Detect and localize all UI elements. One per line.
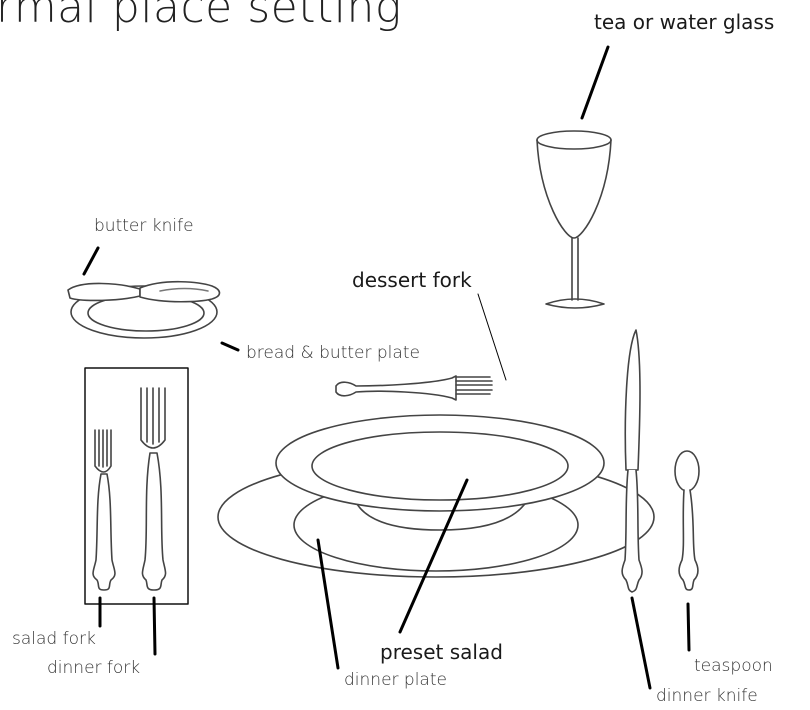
label-bread-butter-plate: bread & butter plate bbox=[246, 343, 420, 363]
salad-fork bbox=[93, 430, 115, 590]
label-butter-knife: butter knife bbox=[94, 216, 194, 236]
label-tea-or-water-glass: tea or water glass bbox=[594, 10, 774, 34]
dessert-fork-leader bbox=[478, 294, 506, 380]
water-glass bbox=[537, 131, 611, 308]
label-dinner-fork: dinner fork bbox=[47, 658, 140, 678]
label-teaspoon: teaspoon bbox=[694, 656, 773, 676]
label-dinner-knife: dinner knife bbox=[656, 686, 758, 706]
teaspoon bbox=[675, 451, 699, 590]
label-dessert-fork: dessert fork bbox=[352, 268, 472, 292]
dinner-knife bbox=[622, 330, 642, 592]
preset-salad-bowl bbox=[276, 415, 604, 530]
label-dinner-plate: dinner plate bbox=[344, 670, 447, 690]
page-title: rmal place setting bbox=[0, 0, 402, 33]
label-preset-salad: preset salad bbox=[380, 640, 503, 664]
dessert-fork bbox=[336, 376, 492, 400]
butter-knife bbox=[68, 282, 220, 302]
label-salad-fork: salad fork bbox=[12, 629, 96, 649]
dinner-fork bbox=[141, 388, 166, 590]
